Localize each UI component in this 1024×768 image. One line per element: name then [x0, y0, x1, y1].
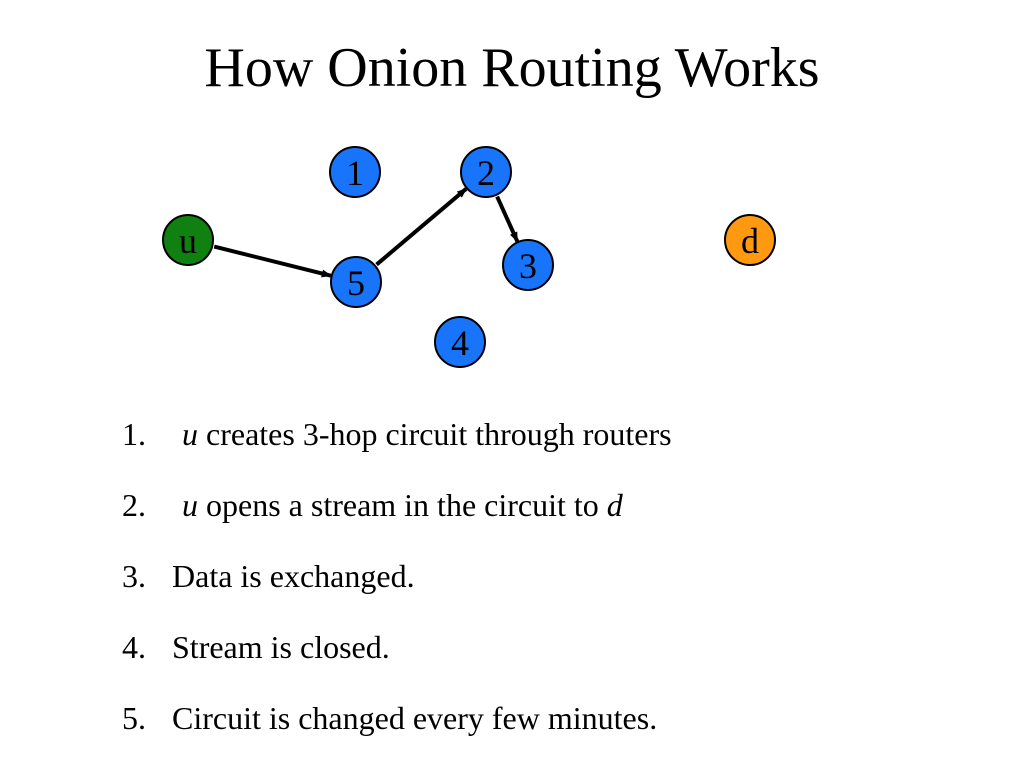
node-2-label: 2: [477, 153, 495, 193]
step-number: 1.: [122, 416, 146, 452]
node-1-label: 1: [346, 153, 364, 193]
edge-u-to-5: [213, 244, 332, 278]
node-4-label: 4: [451, 323, 469, 363]
step-number: 2.: [122, 487, 146, 523]
step-text-part: opens a stream in the circuit to: [198, 487, 607, 523]
node-3-circle: [502, 239, 554, 291]
step-text: Circuit is changed every few minutes.: [172, 700, 657, 736]
step-text-part: Data is exchanged.: [172, 558, 415, 594]
slide-title: How Onion Routing Works: [204, 37, 820, 99]
node-1-circle: [329, 146, 381, 198]
onion-routing-diagram: u 1 2 3 4 5 d: [162, 146, 776, 368]
node-d-circle: [724, 214, 776, 266]
circuit-edges: [213, 187, 520, 278]
step-text-part: Stream is closed.: [172, 629, 390, 665]
node-u: u: [162, 214, 214, 266]
node-5: 5: [330, 256, 382, 308]
step-2: 2. u opens a stream in the circuit to d: [122, 483, 982, 554]
network-nodes: u 1 2 3 4 5 d: [162, 146, 776, 368]
node-2: 2: [460, 146, 512, 198]
node-2-circle: [460, 146, 512, 198]
step-text: u opens a stream in the circuit to d: [172, 487, 623, 523]
node-d-label: d: [741, 221, 759, 261]
edge-5-to-2: [375, 187, 468, 267]
step-text-part: u: [182, 487, 198, 523]
node-1: 1: [329, 146, 381, 198]
node-3-label: 3: [519, 246, 537, 286]
node-d: d: [724, 214, 776, 266]
node-4: 4: [434, 316, 486, 368]
step-text-part: Circuit is changed every few minutes.: [172, 700, 658, 736]
step-1: 1. u creates 3-hop circuit through router…: [122, 412, 982, 483]
step-5: 5. Circuit is changed every few minutes.: [122, 696, 982, 767]
steps-list: 1. u creates 3-hop circuit through router…: [122, 412, 982, 767]
node-5-circle: [330, 256, 382, 308]
node-u-label: u: [179, 221, 197, 261]
step-text-part: u: [182, 416, 198, 452]
step-text: Data is exchanged.: [172, 558, 415, 594]
step-number: 4.: [122, 629, 146, 665]
node-3: 3: [502, 239, 554, 291]
step-3: 3. Data is exchanged.: [122, 554, 982, 625]
step-text: Stream is closed.: [172, 629, 390, 665]
step-4: 4. Stream is closed.: [122, 625, 982, 696]
step-text-part: d: [606, 487, 623, 523]
node-4-circle: [434, 316, 486, 368]
node-5-label: 5: [347, 263, 365, 303]
edge-2-to-3: [495, 195, 520, 243]
step-number: 3.: [122, 558, 146, 594]
step-text-part: creates 3-hop circuit through routers: [198, 416, 672, 452]
step-number: 5.: [122, 700, 146, 736]
node-u-circle: [162, 214, 214, 266]
step-text: u creates 3-hop circuit through routers: [172, 416, 672, 452]
